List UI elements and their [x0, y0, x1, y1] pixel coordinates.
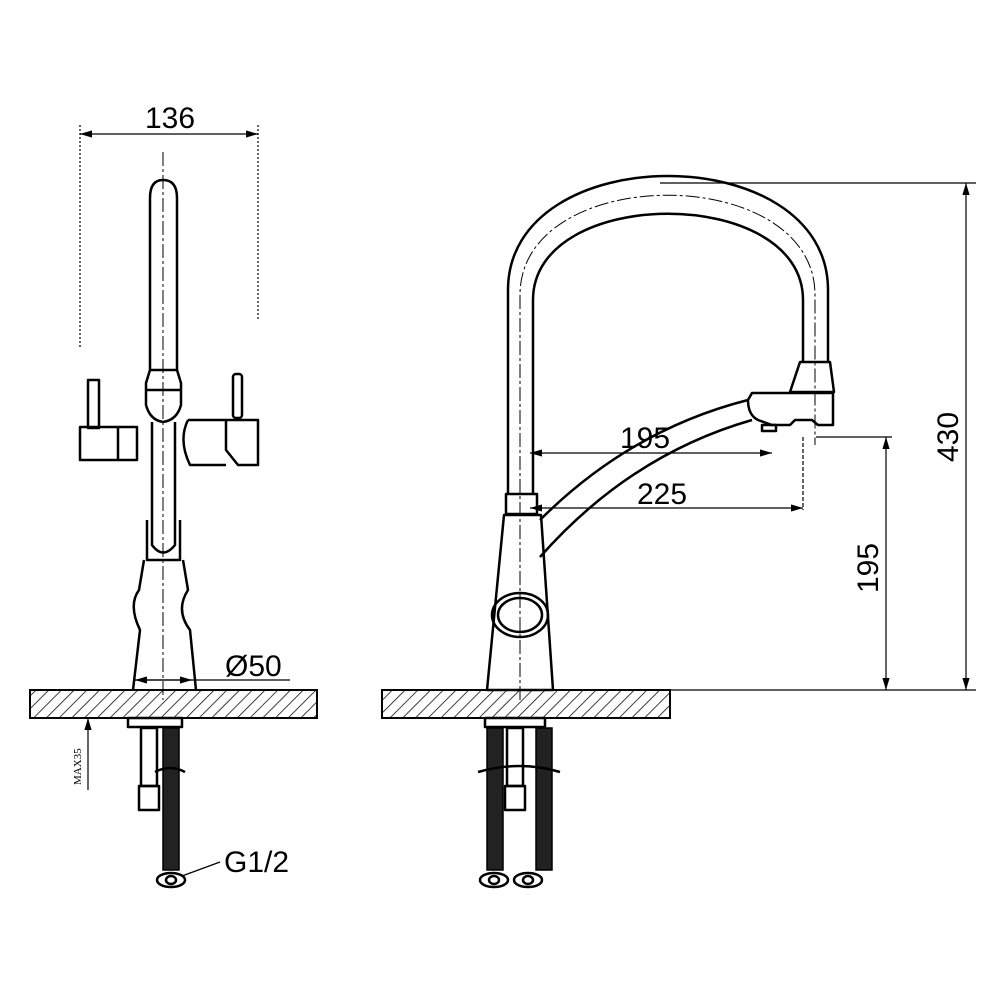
max-thickness-label: MAX35: [72, 748, 84, 785]
width-dimension-label: 136: [145, 102, 195, 135]
spout-arc-inner: [531, 212, 805, 495]
reach-195-label: 195: [620, 422, 670, 455]
spray-outlet: [746, 391, 835, 427]
body-front: [131, 559, 198, 691]
countertop-side: [381, 689, 671, 719]
hose-fitting-right: [512, 871, 544, 889]
supply-hose-right: [535, 727, 553, 871]
countertop-front: [29, 689, 318, 719]
supply-hose: [162, 727, 180, 871]
connector-pipe: [139, 726, 159, 788]
spray-head: [788, 360, 836, 394]
right-handle: [231, 372, 244, 420]
left-handle: [86, 378, 101, 430]
hose-fitting-left: [478, 871, 510, 889]
lever-ring: [490, 591, 550, 639]
front-view: 136 Ø50 G1/2 MAX35: [29, 102, 318, 889]
spout-arc-outer: [506, 174, 830, 495]
spout-collar: [144, 368, 183, 424]
side-view: 195 225 430 195: [381, 174, 976, 889]
pull-out-hose: [539, 398, 753, 558]
diameter-label: Ø50: [225, 650, 282, 683]
left-lever: [78, 425, 139, 462]
thread-label: G1/2: [224, 846, 289, 879]
hose-fitting: [155, 871, 187, 889]
right-lever: [182, 418, 260, 467]
height-195-label: 195: [852, 543, 885, 593]
height-430-label: 430: [932, 412, 965, 462]
spout-front: [148, 178, 179, 370]
supply-hose-left: [486, 727, 504, 871]
spout-collar-side: [504, 492, 539, 516]
reach-225-label: 225: [637, 478, 687, 511]
